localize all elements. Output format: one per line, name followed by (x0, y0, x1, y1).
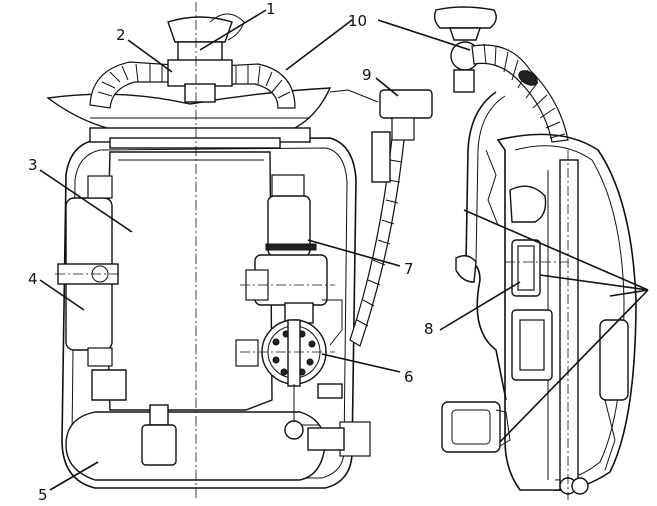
callout-label-5: 5 (38, 486, 48, 504)
callout-label-3: 3 (28, 156, 38, 174)
front-housing (61, 137, 357, 489)
callout-label-7: 7 (404, 260, 414, 278)
front-view (46, 2, 433, 500)
callout-label-8: 8 (424, 320, 434, 338)
callout-label-6: 6 (404, 368, 414, 386)
callout-label-9: 9 (362, 66, 372, 84)
callout-label-10: 10 (348, 12, 367, 30)
front-mouthpiece (167, 16, 233, 43)
front-breathing-bag (65, 411, 326, 481)
side-view (433, 6, 637, 500)
side-harness (465, 91, 507, 401)
front-top-plate (46, 87, 332, 131)
front-hose-end (379, 89, 433, 119)
side-mask (433, 6, 497, 29)
callout-label-2: 2 (116, 26, 126, 44)
side-housing (496, 133, 637, 491)
callout-label-1: 1 (266, 0, 276, 18)
callout-label-4: 4 (28, 270, 38, 288)
leader-lines (39, 9, 649, 491)
callout-labels: 1 2 3 4 5 6 7 8 9 10 (28, 0, 434, 504)
front-side-hose (349, 137, 405, 347)
side-breathing-hose (471, 44, 569, 143)
side-waist-pad (441, 401, 501, 453)
